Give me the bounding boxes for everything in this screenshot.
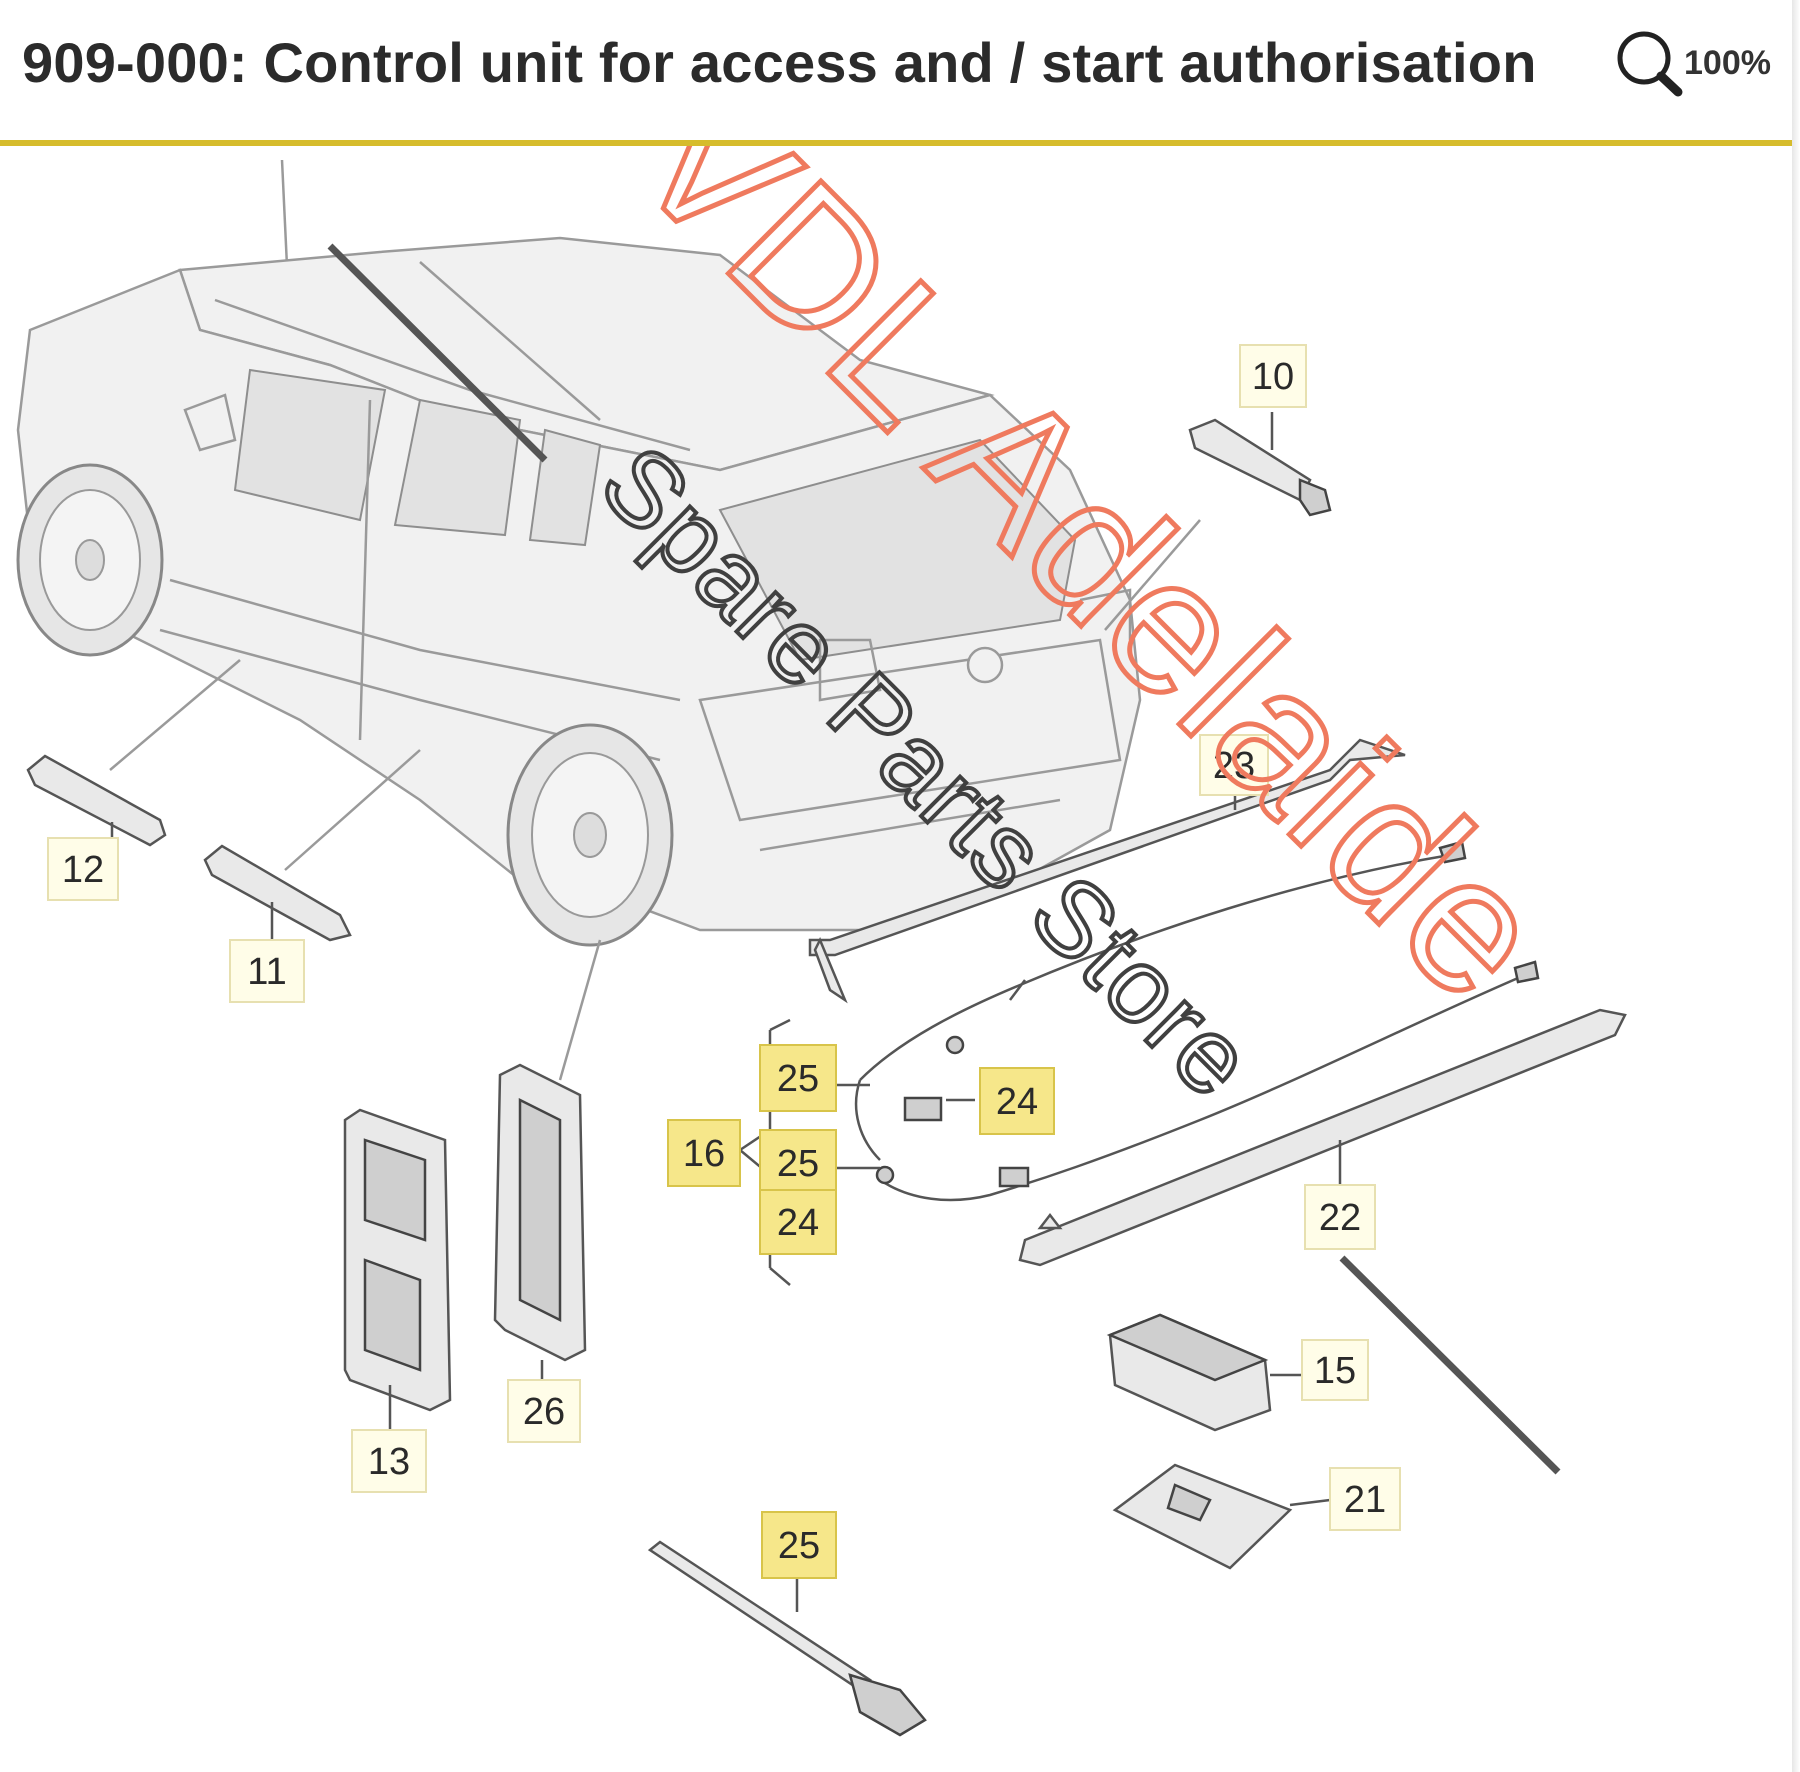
callout-number: 15: [1314, 1350, 1356, 1392]
callout-number: 10: [1252, 356, 1294, 398]
callout-number: 22: [1319, 1197, 1361, 1239]
callout-number: 25: [778, 1525, 820, 1567]
callout-number: 13: [368, 1441, 410, 1483]
callout-25[interactable]: 25: [759, 1044, 837, 1112]
part-25-cable-tie[interactable]: [647, 1540, 927, 1737]
callout-24[interactable]: 24: [759, 1189, 837, 1255]
callout-15[interactable]: 15: [1301, 1339, 1369, 1401]
callout-11[interactable]: 11: [229, 939, 305, 1003]
callout-number: 12: [62, 849, 104, 891]
zoom-level: 100%: [1684, 44, 1771, 82]
callout-21[interactable]: 21: [1329, 1467, 1401, 1531]
callout-box: [1199, 734, 1269, 796]
callout-number: 24: [996, 1081, 1038, 1123]
part-26-bracket[interactable]: [493, 1063, 587, 1380]
callout-12[interactable]: 12: [47, 837, 119, 901]
zoom-control[interactable]: 100%: [1608, 26, 1788, 106]
callout-box: [507, 1379, 581, 1443]
callout-number: 25: [777, 1058, 819, 1100]
callout-number: 24: [777, 1202, 819, 1244]
part-15-module[interactable]: [1106, 1313, 1302, 1432]
callout-box: [1301, 1339, 1369, 1401]
callout-25[interactable]: 25: [761, 1511, 837, 1579]
callout-13[interactable]: 13: [351, 1429, 427, 1493]
callout-box: [979, 1067, 1055, 1135]
callout-box: [1329, 1467, 1401, 1531]
callout-box: [667, 1119, 741, 1187]
callout-number: 16: [683, 1133, 725, 1175]
callout-box: [1239, 344, 1307, 408]
part-10-antenna[interactable]: [1188, 412, 1332, 517]
part-12-antenna[interactable]: [26, 754, 167, 848]
connector: [903, 1096, 943, 1122]
callout-number: 26: [523, 1391, 565, 1433]
callout-box: [759, 1044, 837, 1112]
part-21-cover[interactable]: [1112, 1463, 1331, 1570]
part-13-control-unit[interactable]: [343, 1108, 452, 1432]
callout-23[interactable]: 23: [1199, 734, 1269, 796]
callout-box: [229, 939, 305, 1003]
header: 909-000: Control unit for access and / s…: [0, 0, 1800, 140]
part-23-rail[interactable]: [808, 738, 1406, 1004]
page-title: 909-000: Control unit for access and / s…: [22, 31, 1537, 94]
callout-box: [47, 837, 119, 901]
callout-16[interactable]: 16: [667, 1119, 741, 1187]
callout-number: 23: [1213, 745, 1255, 787]
callout-box: [761, 1511, 837, 1579]
callout-box: [759, 1189, 837, 1255]
header-divider: [0, 140, 1792, 146]
wiring-harness[interactable]: [739, 840, 1540, 1286]
callout-number: 25: [777, 1143, 819, 1185]
callout-number: 11: [247, 951, 286, 993]
page-edge: [1792, 0, 1800, 1772]
part-11-antenna[interactable]: [203, 844, 352, 948]
callout-24[interactable]: 24: [979, 1067, 1055, 1135]
callout-labels: 10 23 12 11 25 24 16 25 24 22 26 13 15 21 25: [47, 344, 1401, 1579]
connector: [998, 1166, 1030, 1188]
magnifier-icon: [1617, 31, 1683, 97]
callout-22[interactable]: 22: [1304, 1184, 1376, 1250]
callout-25[interactable]: 25: [759, 1129, 837, 1197]
callout-10[interactable]: 10: [1239, 344, 1307, 408]
callout-box: [1304, 1184, 1376, 1250]
callout-box: [351, 1429, 427, 1493]
callout-26[interactable]: 26: [507, 1379, 581, 1443]
callout-number: 21: [1344, 1479, 1386, 1521]
